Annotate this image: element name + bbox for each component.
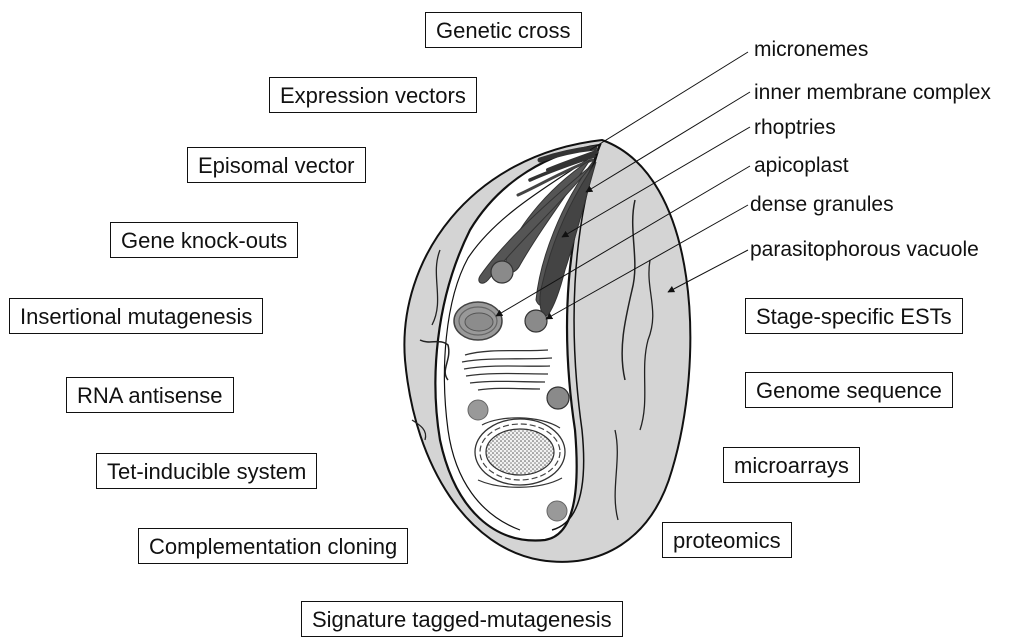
label-parasitophorous-vacuole: parasitophorous vacuole [750, 238, 979, 262]
method-box-gene-knock-outs: Gene knock-outs [110, 222, 298, 258]
method-box-insertional-mutagenesis: Insertional mutagenesis [9, 298, 263, 334]
method-box-complementation-cloning: Complementation cloning [138, 528, 408, 564]
method-box-tet-inducible: Tet-inducible system [96, 453, 317, 489]
dense-granule [547, 501, 567, 521]
label-dense-granules: dense granules [750, 193, 894, 217]
pointer-micronemes [590, 52, 748, 150]
pointer-inner-membrane [586, 92, 750, 192]
method-box-episomal-vector: Episomal vector [187, 147, 366, 183]
label-apicoplast: apicoplast [754, 154, 849, 178]
method-box-genetic-cross: Genetic cross [425, 12, 582, 48]
label-micronemes: micronemes [754, 38, 868, 62]
label-inner-membrane-complex: inner membrane complex [754, 81, 991, 105]
genomics-box-proteomics: proteomics [662, 522, 792, 558]
method-box-expression-vectors: Expression vectors [269, 77, 477, 113]
method-box-rna-antisense: RNA antisense [66, 377, 234, 413]
genomics-box-genome-sequence: Genome sequence [745, 372, 953, 408]
genomics-box-stage-specific-ests: Stage-specific ESTs [745, 298, 963, 334]
dense-granule [547, 387, 569, 409]
dense-granule [525, 310, 547, 332]
dense-granule [468, 400, 488, 420]
genomics-box-microarrays: microarrays [723, 447, 860, 483]
dense-granule [491, 261, 513, 283]
label-rhoptries: rhoptries [754, 116, 836, 140]
method-box-signature-tagged: Signature tagged-mutagenesis [301, 601, 623, 637]
